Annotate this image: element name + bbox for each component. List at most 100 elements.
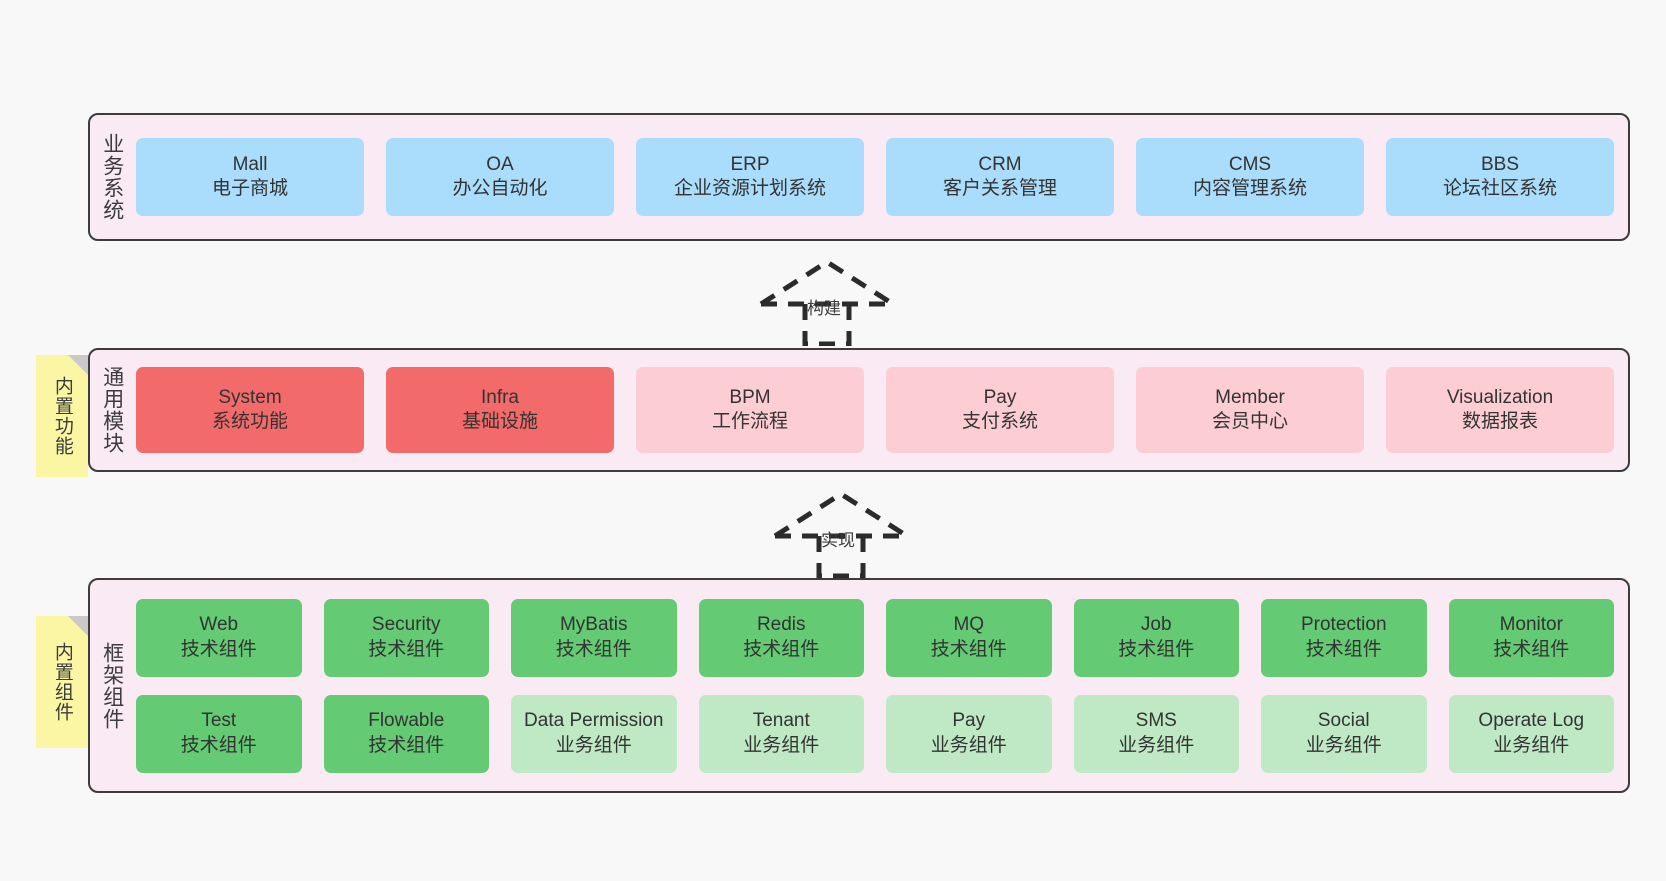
node-pay-service[interactable]: Pay 业务组件 — [886, 694, 1052, 773]
node-subtitle: 技术组件 — [930, 638, 1007, 660]
connector-implement-glyph — [773, 491, 909, 578]
node-subtitle: 业务组件 — [1305, 734, 1382, 756]
node-title: ERP — [730, 153, 770, 175]
node-infra[interactable]: Infra 基础设施 — [386, 367, 614, 453]
layer-modules-body: System 系统功能 Infra 基础设施 BPM 工作流程 Pay 支付系统… — [134, 350, 1628, 470]
node-subtitle: 技术组件 — [1118, 638, 1195, 660]
node-title: CMS — [1228, 153, 1272, 175]
node-title: Tenant — [752, 710, 810, 732]
node-mybatis[interactable]: MyBatis 技术组件 — [511, 598, 677, 677]
node-subtitle: 数据报表 — [1461, 411, 1538, 432]
node-web[interactable]: Web 技术组件 — [136, 598, 302, 677]
node-subtitle: 论坛社区系统 — [1442, 178, 1557, 199]
node-operate-log[interactable]: Operate Log 业务组件 — [1448, 694, 1614, 773]
node-social[interactable]: Social 业务组件 — [1261, 694, 1427, 773]
node-title: Pay — [983, 386, 1017, 408]
node-subtitle: 技术组件 — [743, 638, 820, 660]
sticky-note-builtin-features: 内置功能 — [36, 355, 88, 477]
node-subtitle: 技术组件 — [1493, 638, 1570, 660]
node-title: BPM — [729, 386, 771, 408]
node-mq[interactable]: MQ 技术组件 — [886, 598, 1052, 677]
node-visualization[interactable]: Visualization 数据报表 — [1386, 367, 1614, 453]
node-tenant[interactable]: Tenant 业务组件 — [698, 694, 864, 773]
node-subtitle: 业务组件 — [743, 734, 820, 756]
node-title: Redis — [756, 614, 806, 636]
node-subtitle: 技术组件 — [555, 638, 632, 660]
node-pay-module[interactable]: Pay 支付系统 — [886, 367, 1114, 453]
node-job[interactable]: Job 技术组件 — [1073, 598, 1239, 677]
node-security[interactable]: Security 技术组件 — [323, 598, 489, 677]
node-title: Test — [201, 710, 237, 732]
sticky-note-builtin-components: 内置组件 — [36, 616, 88, 748]
node-title: Monitor — [1499, 614, 1563, 636]
node-title: Infra — [480, 386, 520, 408]
node-subtitle: 业务组件 — [930, 734, 1007, 756]
node-title: MQ — [953, 614, 985, 636]
node-protection[interactable]: Protection 技术组件 — [1261, 598, 1427, 677]
node-oa[interactable]: OA 办公自动化 — [386, 138, 614, 216]
node-title: Job — [1140, 614, 1172, 636]
node-cms[interactable]: CMS 内容管理系统 — [1136, 138, 1364, 216]
layer-modules-label: 通用模块 — [100, 366, 124, 454]
node-subtitle: 办公自动化 — [452, 178, 548, 199]
node-bpm[interactable]: BPM 工作流程 — [636, 367, 864, 453]
node-subtitle: 会员中心 — [1211, 411, 1288, 432]
node-mall[interactable]: Mall 电子商城 — [136, 138, 364, 216]
connector-build-label: 构建 — [807, 299, 841, 318]
node-title: Operate Log — [1478, 710, 1585, 732]
layer-business-systems: 业务系统 Mall 电子商城 OA 办公自动化 ERP 企业资源计划系统 CRM… — [88, 113, 1630, 241]
node-sms[interactable]: SMS 业务组件 — [1073, 694, 1239, 773]
node-title: Protection — [1300, 614, 1387, 636]
node-title: Social — [1317, 710, 1370, 732]
node-subtitle: 技术组件 — [1305, 638, 1382, 660]
node-redis[interactable]: Redis 技术组件 — [698, 598, 864, 677]
layer-framework-body: Web 技术组件 Security 技术组件 MyBatis 技术组件 Redi… — [134, 580, 1628, 791]
node-crm[interactable]: CRM 客户关系管理 — [886, 138, 1114, 216]
module-node-row: System 系统功能 Infra 基础设施 BPM 工作流程 Pay 支付系统… — [136, 367, 1614, 453]
node-subtitle: 内容管理系统 — [1192, 178, 1307, 199]
node-flowable[interactable]: Flowable 技术组件 — [323, 694, 489, 773]
node-subtitle: 支付系统 — [961, 411, 1038, 432]
node-title: Visualization — [1446, 386, 1554, 408]
node-test[interactable]: Test 技术组件 — [136, 694, 302, 773]
node-title: Mall — [232, 153, 268, 175]
layer-framework-label: 框架组件 — [100, 641, 124, 730]
node-title: Web — [199, 614, 239, 636]
framework-tech-row: Web 技术组件 Security 技术组件 MyBatis 技术组件 Redi… — [136, 598, 1614, 677]
layer-common-modules: 通用模块 System 系统功能 Infra 基础设施 BPM 工作流程 Pay… — [88, 348, 1630, 472]
node-title: OA — [486, 153, 514, 175]
business-node-row: Mall 电子商城 OA 办公自动化 ERP 企业资源计划系统 CRM 客户关系… — [136, 138, 1614, 216]
node-subtitle: 系统功能 — [211, 411, 288, 432]
node-title: Flowable — [368, 710, 445, 732]
node-subtitle: 电子商城 — [211, 178, 288, 199]
sticky-note-text: 内置功能 — [51, 376, 73, 456]
node-subtitle: 技术组件 — [180, 638, 257, 660]
node-subtitle: 工作流程 — [711, 411, 788, 432]
node-title: System — [218, 386, 282, 408]
node-system[interactable]: System 系统功能 — [136, 367, 364, 453]
node-erp[interactable]: ERP 企业资源计划系统 — [636, 138, 864, 216]
node-bbs[interactable]: BBS 论坛社区系统 — [1386, 138, 1614, 216]
node-subtitle: 基础设施 — [461, 411, 538, 432]
connector-build-glyph — [759, 259, 895, 346]
sticky-fold-icon — [68, 355, 88, 375]
connector-build: 构建 — [757, 258, 897, 346]
layer-framework-components: 框架组件 Web 技术组件 Security 技术组件 MyBatis 技术组件… — [88, 578, 1630, 793]
node-title: Data Permission — [524, 710, 664, 732]
framework-service-row: Test 技术组件 Flowable 技术组件 Data Permission … — [136, 694, 1614, 773]
node-member[interactable]: Member 会员中心 — [1136, 367, 1364, 453]
sticky-note-text: 内置组件 — [51, 642, 73, 722]
node-title: Security — [371, 614, 441, 636]
node-subtitle: 客户关系管理 — [942, 178, 1057, 199]
node-title: MyBatis — [559, 614, 628, 636]
layer-business-body: Mall 电子商城 OA 办公自动化 ERP 企业资源计划系统 CRM 客户关系… — [134, 115, 1628, 239]
layer-business-label: 业务系统 — [100, 133, 124, 221]
node-data-permission[interactable]: Data Permission 业务组件 — [511, 694, 677, 773]
sticky-fold-icon — [68, 616, 88, 636]
node-subtitle: 业务组件 — [1118, 734, 1195, 756]
node-monitor[interactable]: Monitor 技术组件 — [1448, 598, 1614, 677]
connector-implement: 实现 — [771, 490, 911, 578]
node-title: Pay — [952, 710, 986, 732]
node-subtitle: 业务组件 — [1493, 734, 1570, 756]
